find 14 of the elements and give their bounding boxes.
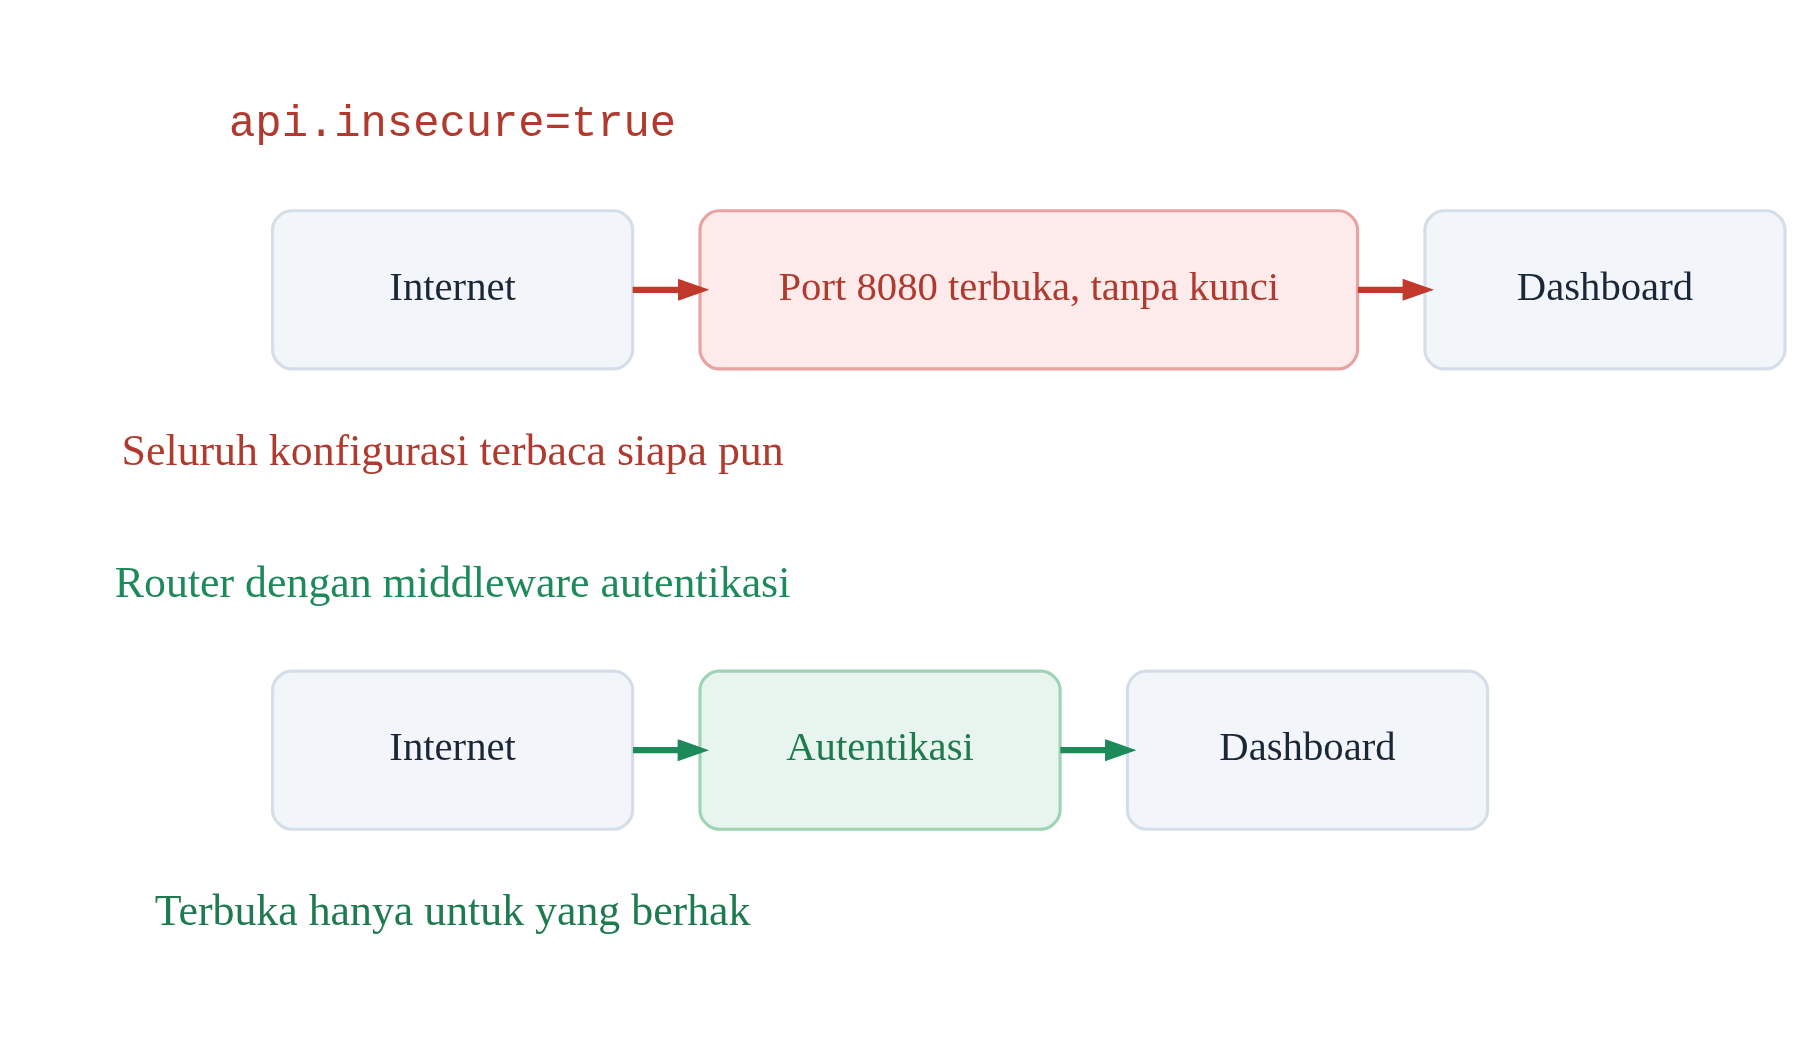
node-box: Autentikasi	[698, 669, 1062, 831]
node-box: Dashboard	[1125, 669, 1490, 831]
label: Terbuka hanya untuk yang berhak	[154, 886, 751, 935]
node-box: Internet	[271, 209, 635, 371]
label: Seluruh konfigurasi terbaca siapa pun	[121, 426, 784, 475]
label: api.insecure=true	[229, 100, 677, 150]
node-box: Internet	[271, 669, 635, 831]
arrow	[1357, 278, 1434, 301]
arrow	[632, 739, 709, 762]
node-box: Dashboard	[1423, 209, 1787, 371]
label: Router dengan middleware autentikasi	[114, 557, 791, 606]
arrow	[632, 278, 710, 301]
arrow	[1060, 739, 1137, 762]
node-box: Port 8080 terbuka, tanpa kunci	[698, 209, 1360, 371]
